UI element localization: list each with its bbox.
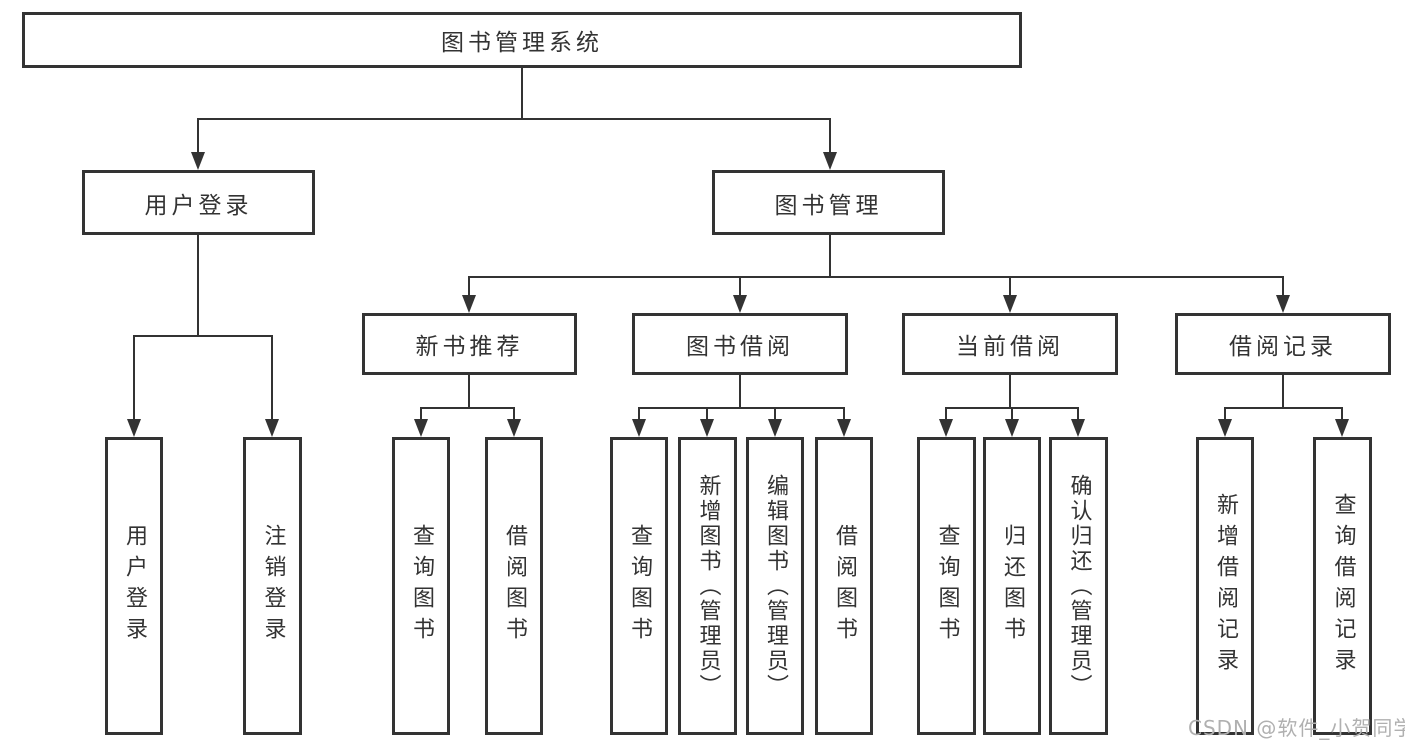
connector-drop-query-borrow-record [1341,407,1343,421]
leaf-user-login: 用户登录 [105,437,163,735]
connector-drop-book-borrowing [739,276,741,297]
arrowhead-query-books-recommend-icon [414,419,428,437]
node-book-borrowing-label: 图书借阅 [686,334,794,360]
node-user-login-module: 用户登录 [82,170,315,235]
leaf-add-borrow-record: 新增借阅记录 [1196,437,1254,735]
leaf-return-book: 归还图书 [983,437,1041,735]
connector-current-borrowing-stem [1009,375,1011,407]
connector-drop-borrowing-records [1282,276,1284,297]
node-book-management-module: 图书管理 [712,170,945,235]
arrowhead-query-books-borrowing-icon [632,419,646,437]
arrowhead-new-book-recommend-icon [462,295,476,313]
leaf-borrow-books-recommend: 借阅图书 [485,437,543,735]
arrowhead-leaf-user-login-icon [127,419,141,437]
connector-drop-book-management [829,118,831,154]
arrowhead-add-book-admin-icon [700,419,714,437]
leaf-borrow-books-label: 借阅图书 [832,524,857,648]
leaf-confirm-return-admin-label: 确认归还（管理员） [1066,473,1092,699]
leaf-add-borrow-record-label: 新增借阅记录 [1213,493,1238,679]
connector-drop-leaf-logout [271,335,273,421]
leaf-confirm-return-admin: 确认归还（管理员） [1049,437,1108,735]
node-current-borrowing: 当前借阅 [902,313,1118,375]
connector-book-borrowing-tee [638,407,845,409]
node-book-management-module-label: 图书管理 [774,192,883,219]
leaf-query-books-current-label: 查询图书 [934,524,960,648]
leaf-return-book-label: 归还图书 [1000,524,1025,648]
connector-drop-add-borrow-record [1224,407,1226,421]
connector-level2-tee [197,118,831,120]
connector-drop-query-books-recommend [420,407,422,421]
arrowhead-edit-book-admin-icon [768,419,782,437]
arrowhead-book-management-icon [823,152,837,170]
connector-new-book-recommend-tee [420,407,515,409]
arrowhead-confirm-return-admin-icon [1071,419,1085,437]
connector-book-borrowing-stem [739,375,741,407]
connector-root-stem [521,68,523,118]
arrowhead-query-books-current-icon [939,419,953,437]
arrowhead-user-login-icon [191,152,205,170]
connector-borrowing-records-stem [1282,375,1284,407]
connector-drop-edit-book-admin [774,407,776,421]
node-library-management-system-label: 图书管理系统 [441,30,603,56]
leaf-query-books-recommend: 查询图书 [392,437,450,735]
connector-drop-return-book [1011,407,1013,421]
node-current-borrowing-label: 当前借阅 [956,334,1064,360]
leaf-query-borrow-record-label: 查询借阅记录 [1330,493,1356,679]
leaf-add-book-admin: 新增图书（管理员） [678,437,737,735]
arrowhead-return-book-icon [1005,419,1019,437]
connector-drop-current-borrowing [1009,276,1011,297]
connector-drop-add-book-admin [706,407,708,421]
node-library-management-system: 图书管理系统 [22,12,1022,68]
leaf-edit-book-admin-label: 编辑图书（管理员） [763,473,788,699]
connector-user-login-tee [133,335,273,337]
connector-drop-new-book-recommend [468,276,470,297]
arrowhead-borrowing-records-icon [1276,295,1290,313]
leaf-query-books-current: 查询图书 [917,437,976,735]
connector-drop-leaf-user-login [133,335,135,421]
connector-drop-borrow-books [843,407,845,421]
arrowhead-book-borrowing-icon [733,295,747,313]
leaf-query-books-borrowing: 查询图书 [610,437,668,735]
node-borrowing-records-label: 借阅记录 [1229,334,1337,360]
node-user-login-module-label: 用户登录 [144,192,253,219]
arrowhead-borrow-books-icon [837,419,851,437]
connector-level3-tee [468,276,1284,278]
node-book-borrowing: 图书借阅 [632,313,848,375]
connector-drop-borrow-books-recommend [513,407,515,421]
connector-borrowing-records-tee [1224,407,1343,409]
node-new-book-recommend: 新书推荐 [362,313,577,375]
arrowhead-leaf-logout-icon [265,419,279,437]
leaf-borrow-books-recommend-label: 借阅图书 [502,524,527,648]
leaf-query-borrow-record: 查询借阅记录 [1313,437,1372,735]
leaf-query-books-recommend-label: 查询图书 [409,524,434,648]
leaf-logout-label: 注销登录 [260,524,286,648]
arrowhead-add-borrow-record-icon [1218,419,1232,437]
leaf-user-login-label: 用户登录 [122,524,147,648]
connector-user-login-stem [197,235,199,335]
arrowhead-query-borrow-record-icon [1335,419,1349,437]
node-new-book-recommend-label: 新书推荐 [415,334,524,360]
connector-new-book-recommend-stem [468,375,470,407]
arrowhead-current-borrowing-icon [1003,295,1017,313]
leaf-add-book-admin-label: 新增图书（管理员） [695,473,721,699]
connector-book-management-stem [829,235,831,276]
node-borrowing-records: 借阅记录 [1175,313,1391,375]
leaf-edit-book-admin: 编辑图书（管理员） [746,437,804,735]
arrowhead-borrow-books-recommend-icon [507,419,521,437]
leaf-logout: 注销登录 [243,437,302,735]
connector-drop-user-login [197,118,199,154]
connector-drop-confirm-return-admin [1077,407,1079,421]
connector-drop-query-books-current [945,407,947,421]
csdn-watermark: CSDN @软件_小贺同学 [1188,716,1405,740]
leaf-query-books-borrowing-label: 查询图书 [627,524,652,648]
connector-drop-query-books-borrowing [638,407,640,421]
leaf-borrow-books: 借阅图书 [815,437,873,735]
